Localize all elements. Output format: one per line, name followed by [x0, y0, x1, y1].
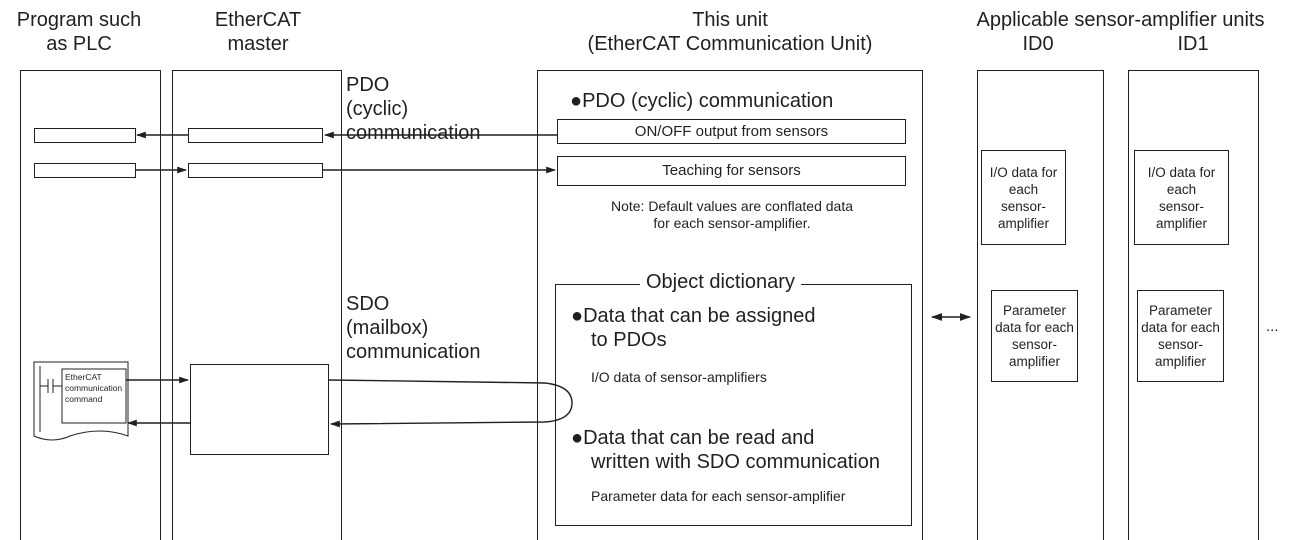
od-item-pdo-assignable: ●Data that can be assigned to PDOs	[571, 304, 815, 352]
master-header-line1: EtherCAT	[214, 9, 302, 31]
id0-io-line4: amplifier	[997, 215, 1049, 231]
id1-io-line2: each	[1166, 181, 1197, 197]
id1-io-line3: sensor-	[1158, 198, 1204, 214]
master-pdo-output-bar	[188, 163, 323, 178]
sdo-communication-label: SDO (mailbox) communication	[346, 292, 481, 364]
pdo-label-line1: PDO	[346, 74, 390, 96]
note-line1: Note: Default values are conflated data	[610, 198, 854, 214]
id1-param-line1: Parameter	[1148, 303, 1213, 318]
master-pdo-input-bar	[188, 128, 323, 143]
pdo-heading: ●PDO (cyclic) communication	[570, 90, 834, 112]
id1-param-line3: sensor-	[1157, 337, 1203, 352]
object-dictionary-box	[555, 284, 912, 526]
od-item2-line2: written with SDO communication	[591, 451, 880, 473]
id1-io-line1: I/O data for	[1147, 164, 1216, 180]
pdo-label-line3: communication	[346, 122, 481, 144]
plc-command-line1: EtherCAT	[65, 372, 102, 382]
plc-command-line2: communication	[65, 383, 123, 393]
id0-param-line1: Parameter	[1002, 303, 1067, 318]
id0-param-line2: data for each	[995, 320, 1074, 335]
program-header: Program such as PLC	[0, 8, 158, 56]
sdo-label-line3: communication	[346, 341, 481, 363]
more-sensors-ellipsis: ...	[1266, 318, 1279, 335]
plc-command-text: EtherCAT communication command	[65, 372, 122, 405]
unit-header: This unit (EtherCAT Communication Unit)	[540, 8, 920, 56]
od-item1-sub: I/O data of sensor-amplifiers	[591, 369, 767, 385]
note-line2: for each sensor-amplifier.	[653, 215, 811, 231]
teaching-label: Teaching for sensors	[662, 162, 801, 179]
on-off-output-label: ON/OFF output from sensors	[634, 122, 829, 140]
sensors-header: Applicable sensor-amplifier units	[976, 9, 1265, 31]
program-header-line1: Program such	[16, 9, 142, 31]
id1-io-line4: amplifier	[1155, 215, 1207, 231]
plc-command-line3: command	[65, 394, 103, 404]
teaching-box: Teaching for sensors	[557, 156, 906, 186]
id1-header: ID1	[1177, 33, 1209, 55]
default-values-note: Note: Default values are conflated data …	[562, 198, 902, 232]
od-item1-line1: ●Data that can be assigned	[571, 305, 816, 327]
plc-column	[20, 70, 161, 540]
master-sdo-box	[190, 364, 329, 455]
plc-pdo-output-bar	[34, 163, 136, 178]
id1-param-line4: amplifier	[1154, 354, 1206, 369]
id0-param-line3: sensor-	[1011, 337, 1057, 352]
od-item2-line1: ●Data that can be read and	[571, 427, 815, 449]
on-off-output-box: ON/OFF output from sensors	[557, 119, 906, 144]
id0-parameter-data-box: Parameter data for each sensor- amplifie…	[991, 290, 1078, 382]
unit-header-line2: (EtherCAT Communication Unit)	[587, 33, 873, 55]
pdo-communication-label: PDO (cyclic) communication	[346, 73, 481, 145]
plc-command-block	[61, 368, 127, 424]
master-header: EtherCAT master	[170, 8, 346, 56]
master-column	[172, 70, 342, 540]
sdo-label-line1: SDO	[346, 293, 390, 315]
od-item1-line2: to PDOs	[591, 329, 667, 351]
pdo-label-line2: (cyclic)	[346, 98, 409, 120]
object-dictionary-title: Object dictionary	[640, 270, 801, 294]
id1-parameter-data-box: Parameter data for each sensor- amplifie…	[1137, 290, 1224, 382]
od-item-sdo-readwrite: ●Data that can be read and written with …	[571, 426, 880, 474]
id1-param-line2: data for each	[1141, 320, 1220, 335]
id1-io-data-box: I/O data for each sensor- amplifier	[1134, 150, 1229, 245]
od-item2-sub: Parameter data for each sensor-amplifier	[591, 488, 846, 504]
unit-header-line1: This unit	[692, 9, 768, 31]
program-header-line2: as PLC	[46, 33, 112, 55]
id0-param-line4: amplifier	[1008, 354, 1060, 369]
plc-pdo-input-bar	[34, 128, 136, 143]
id0-io-line3: sensor-	[1000, 198, 1046, 214]
id0-io-data-box: I/O data for each sensor- amplifier	[981, 150, 1066, 245]
sdo-label-line2: (mailbox)	[346, 317, 429, 339]
id0-io-line1: I/O data for	[989, 164, 1058, 180]
id0-header: ID0	[1022, 33, 1054, 55]
master-header-line2: master	[227, 33, 289, 55]
id0-io-line2: each	[1008, 181, 1039, 197]
